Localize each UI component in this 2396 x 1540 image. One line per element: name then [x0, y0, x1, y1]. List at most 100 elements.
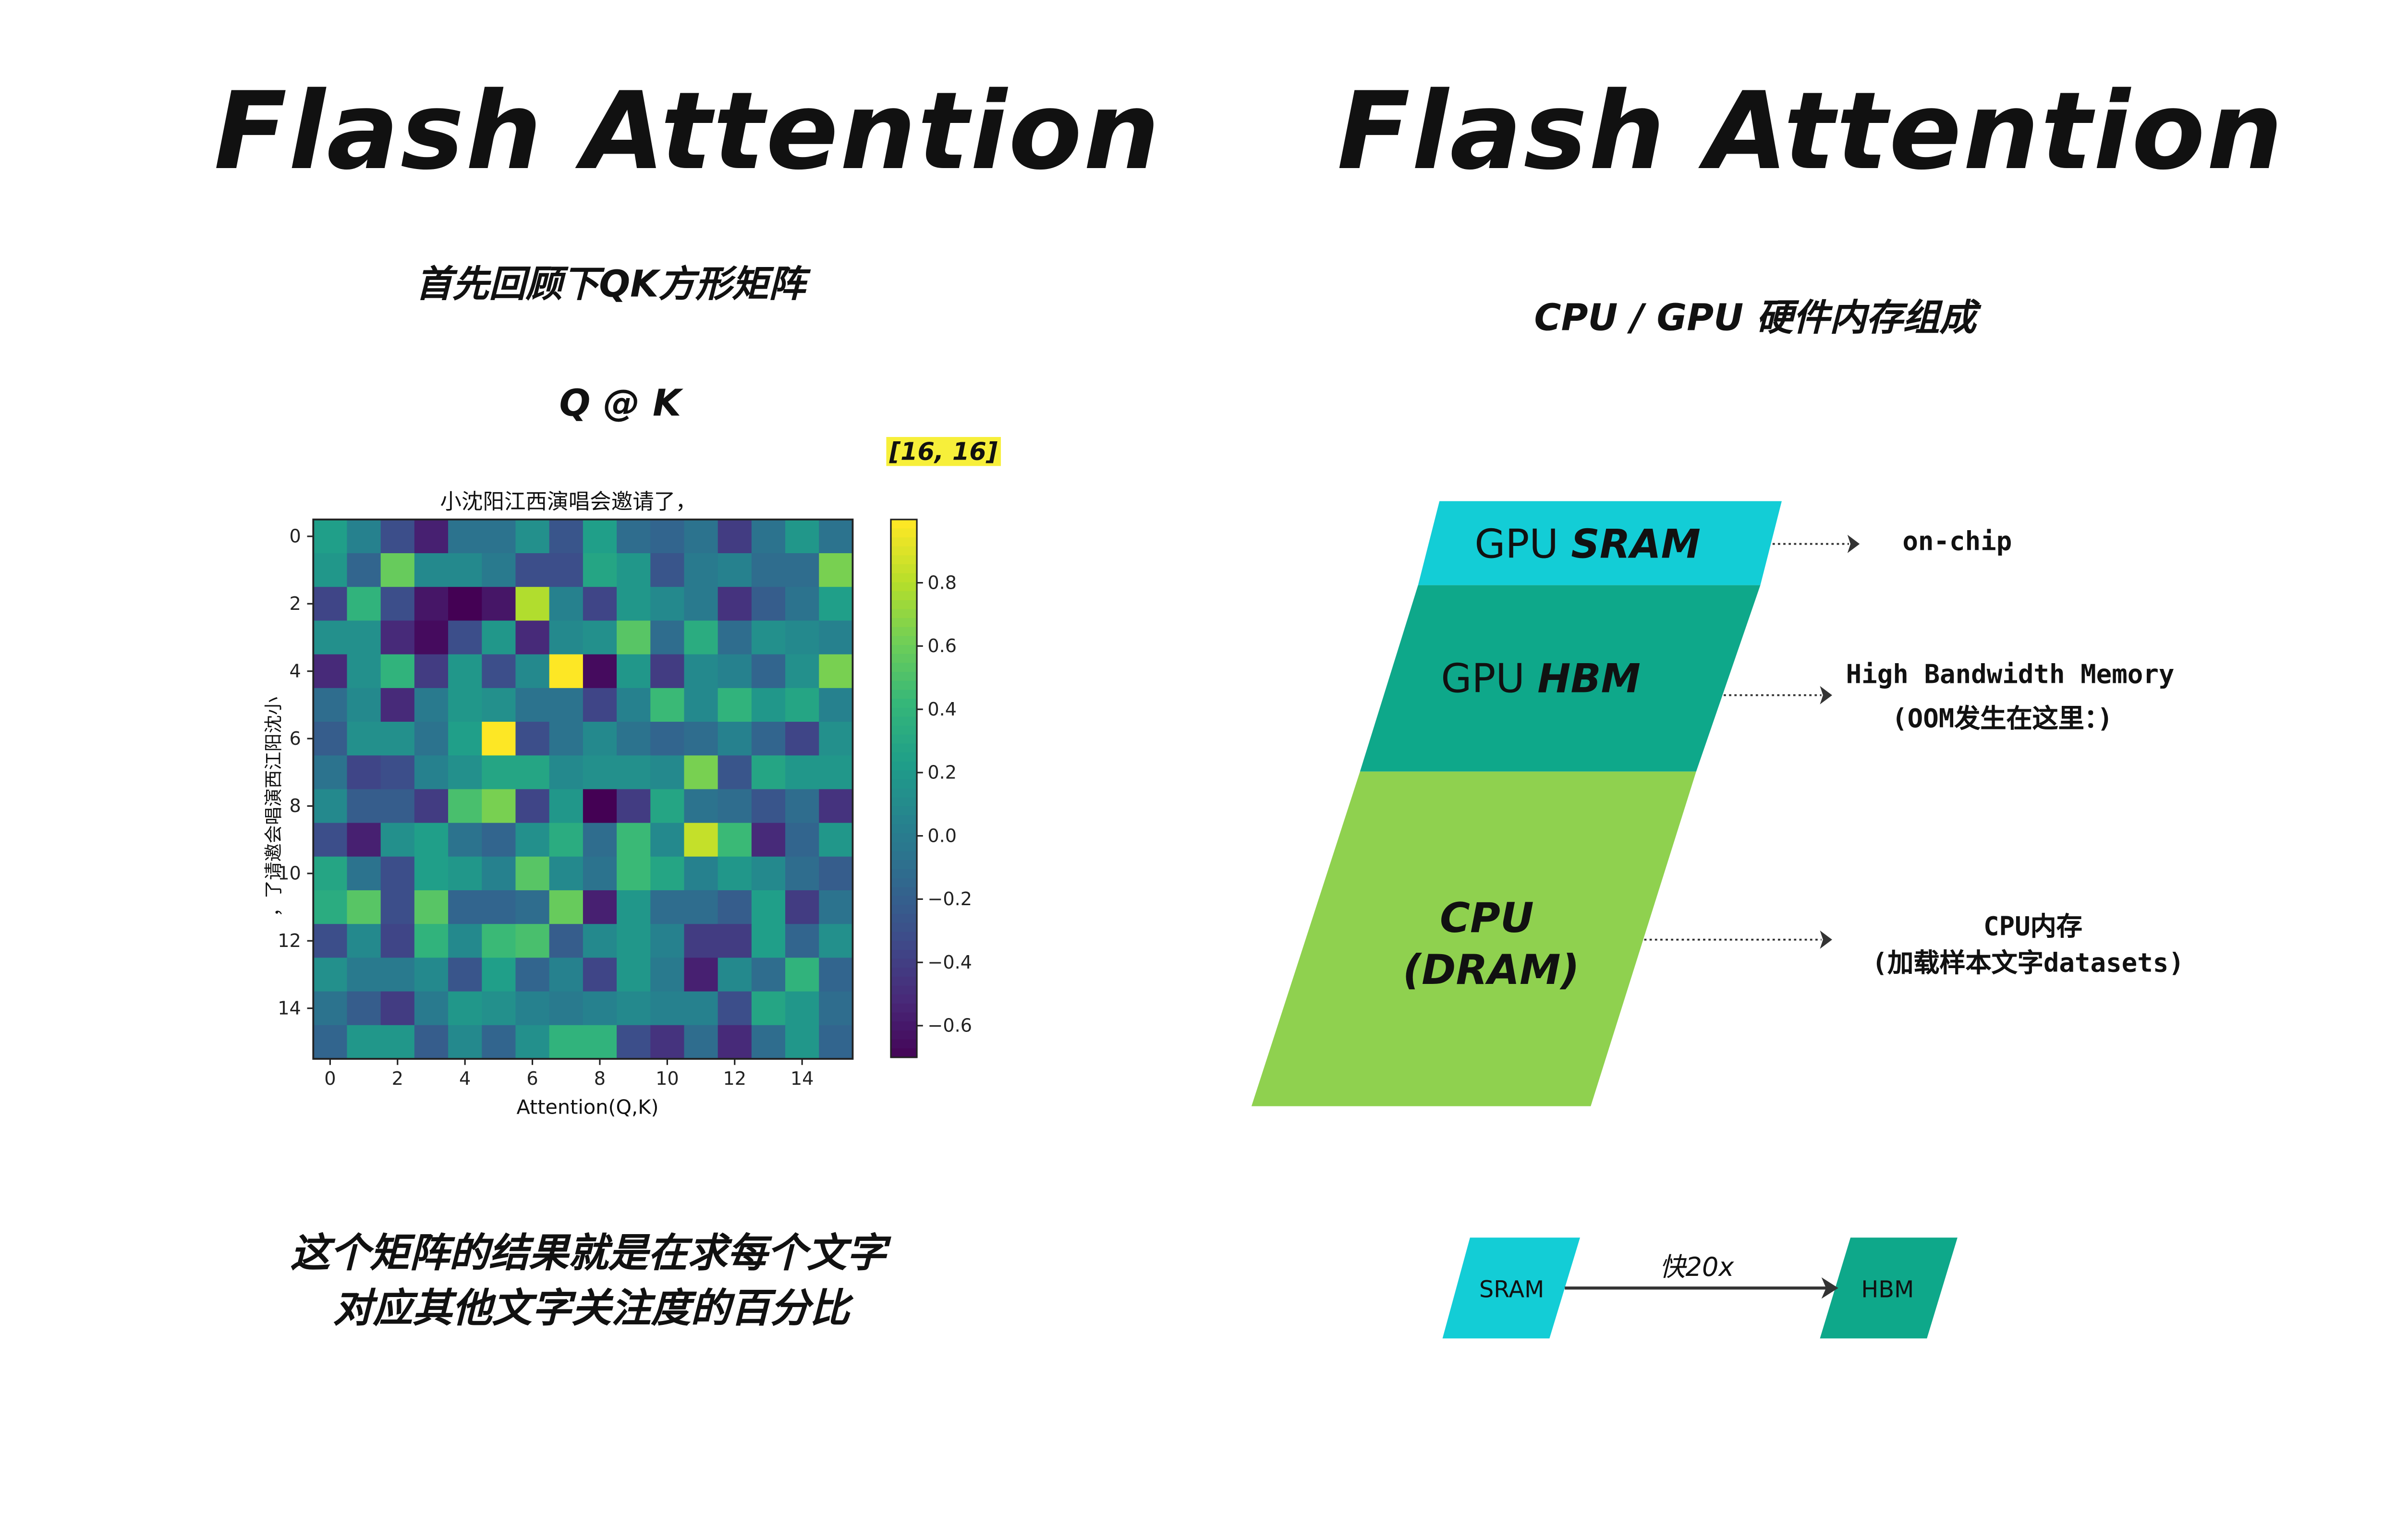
heatmap-cell: [515, 654, 550, 689]
heatmap-cell: [718, 991, 752, 1026]
colorbar-segment: [890, 851, 917, 861]
colorbar-segment: [890, 797, 917, 807]
heatmap-cell: [718, 789, 752, 824]
heatmap-cell: [617, 722, 651, 756]
heatmap-cell: [380, 755, 415, 790]
heatmap-cell: [414, 1025, 449, 1059]
heatmap-cell: [482, 856, 516, 891]
colorbar-segment: [890, 896, 917, 906]
heatmap-cell: [718, 553, 752, 588]
heatmap-cell: [347, 823, 381, 857]
heatmap-cell: [313, 519, 348, 554]
colorbar-segment: [890, 654, 917, 664]
heatmap-cell: [650, 654, 685, 689]
heatmap-cell: [583, 1025, 618, 1059]
right-title: Flash Attention: [1337, 69, 2285, 194]
shape-badge: [16, 16]: [886, 437, 1001, 466]
heatmap-cell: [785, 789, 820, 824]
heatmap-cell: [380, 789, 415, 824]
heatmap-cell: [684, 1025, 718, 1059]
heatmap-cell: [482, 823, 516, 857]
heatmap-cell: [583, 620, 618, 655]
heatmap-cell: [448, 958, 483, 992]
x-tick-label: 14: [791, 1068, 814, 1090]
arrow-head-icon: [1847, 534, 1860, 553]
heatmap-cell: [583, 722, 618, 756]
heatmap-cell: [448, 654, 483, 689]
heatmap-cell: [549, 1025, 584, 1059]
colorbar-segment: [890, 842, 917, 852]
heatmap-cell: [380, 587, 415, 621]
colorbar-segment: [890, 770, 917, 780]
dram-note: CPU内存: [1983, 912, 2082, 943]
heatmap-cell: [380, 688, 415, 722]
heatmap-cell: [313, 924, 348, 958]
y-tick-label: 8: [290, 796, 301, 817]
caption-line-1: 这个矩阵的结果就是在求每个文字: [290, 1231, 887, 1277]
heatmap-cell: [549, 856, 584, 891]
heatmap-title: 小沈阳江西演唱会邀请了，: [440, 490, 697, 515]
heatmap-cell: [414, 587, 449, 621]
colorbar-segment: [890, 672, 917, 682]
heatmap-cell: [751, 890, 786, 925]
speed-to-label: HBM: [1861, 1275, 1914, 1304]
heatmap-cell: [751, 924, 786, 958]
heatmap-cell: [414, 856, 449, 891]
colorbar-segment: [890, 985, 917, 995]
heatmap-cell: [785, 587, 820, 621]
heatmap-cell: [650, 1025, 685, 1059]
heatmap-cell: [549, 620, 584, 655]
colorbar-segment: [890, 726, 917, 736]
heatmap-cell: [819, 890, 853, 925]
heatmap-cell: [347, 755, 381, 790]
colorbar-segment: [890, 1012, 917, 1022]
heatmap-cell: [313, 755, 348, 790]
colorbar-segment: [890, 1039, 917, 1049]
heatmap-cell: [313, 958, 348, 992]
heatmap-cell: [751, 755, 786, 790]
heatmap-cell: [819, 688, 853, 722]
heatmap-cell: [819, 620, 853, 655]
heatmap-cell: [515, 789, 550, 824]
colorbar-segment: [890, 788, 917, 799]
heatmap-cell: [414, 620, 449, 655]
heatmap-cell: [414, 755, 449, 790]
heatmap-cell: [819, 519, 853, 554]
heatmap-cell: [684, 924, 718, 958]
heatmap-cell: [617, 755, 651, 790]
heatmap-cell: [515, 553, 550, 588]
heatmap-cell: [313, 688, 348, 722]
y-tick-label: 6: [290, 728, 301, 750]
heatmap-cell: [718, 688, 752, 722]
dram-layer: [1251, 771, 1696, 1106]
heatmap-cell: [380, 654, 415, 689]
heatmap-cell: [414, 924, 449, 958]
heatmap-cell: [718, 823, 752, 857]
heatmap-cell: [617, 958, 651, 992]
heatmap-cell: [785, 1025, 820, 1059]
heatmap-cell: [785, 924, 820, 958]
heatmap-cell: [684, 755, 718, 790]
heatmap-cell: [549, 587, 584, 621]
heatmap-cell: [515, 856, 550, 891]
heatmap-cell: [583, 553, 618, 588]
heatmap-cell: [549, 789, 584, 824]
heatmap-cell: [448, 823, 483, 857]
colorbar-segment: [890, 573, 917, 583]
heatmap-cell: [347, 620, 381, 655]
heatmap-cell: [313, 654, 348, 689]
heatmap-cell: [684, 688, 718, 722]
heatmap-cell: [785, 519, 820, 554]
heatmap-cell: [785, 823, 820, 857]
heatmap-cell: [785, 856, 820, 891]
heatmap-cell: [684, 958, 718, 992]
heatmap-cell: [617, 1025, 651, 1059]
heatmap-cell: [684, 553, 718, 588]
colorbar-segment: [890, 761, 917, 772]
heatmap-cell: [617, 519, 651, 554]
colorbar-segment: [890, 591, 917, 601]
left-subtitle: 首先回顾下QK方形矩阵: [415, 263, 805, 306]
heatmap-cell: [819, 553, 853, 588]
